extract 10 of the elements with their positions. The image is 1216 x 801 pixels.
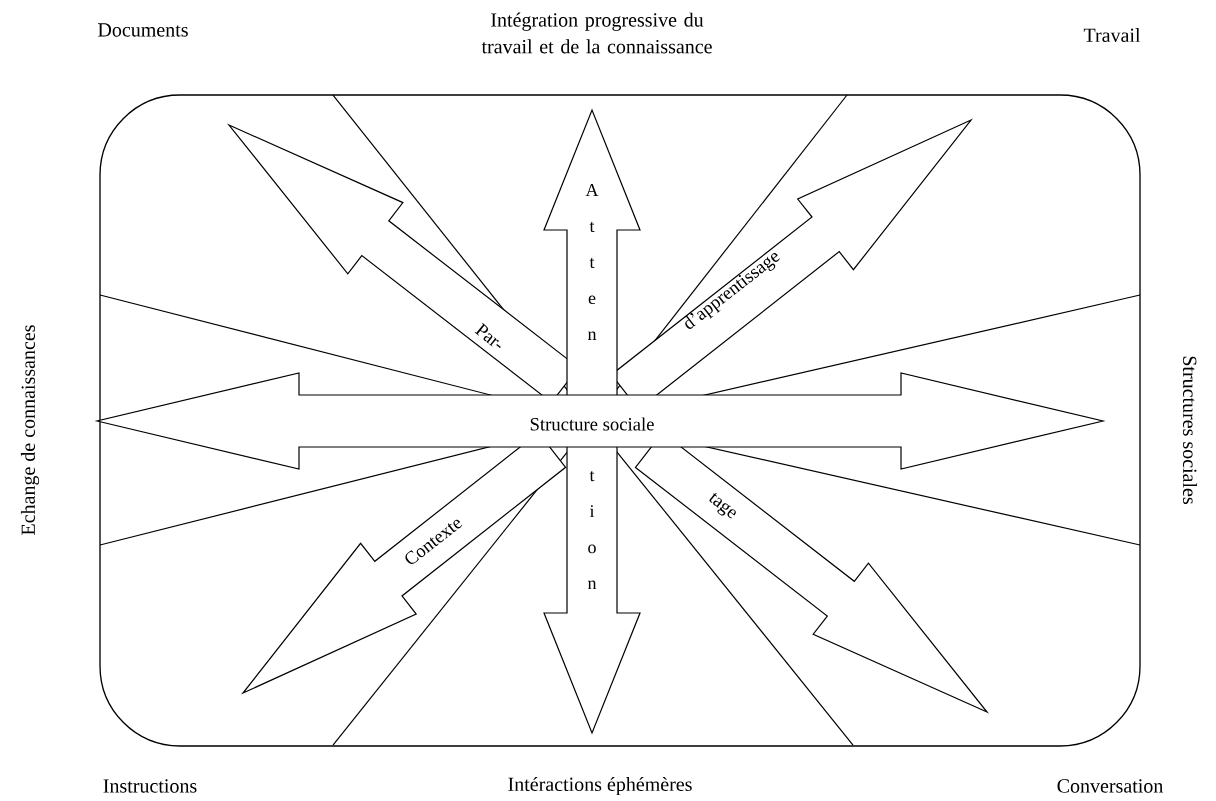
caption-text: Intégration progressive du travail et de la connaissance [481, 12, 712, 54]
caption-text: Structures sociales [1183, 356, 1198, 504]
caption-text: Instructions [103, 779, 197, 793]
caption-text: Documents [98, 23, 188, 37]
pointed-banner: tion [543, 441, 641, 735]
caption-text: Intéractions éphémères [508, 776, 692, 796]
caption-text: Travail [1083, 28, 1141, 43]
pointed-banner: Atten [543, 108, 641, 401]
caption-text: Echange de connaissances [20, 325, 40, 535]
caption-text: Conversation [1057, 779, 1164, 793]
